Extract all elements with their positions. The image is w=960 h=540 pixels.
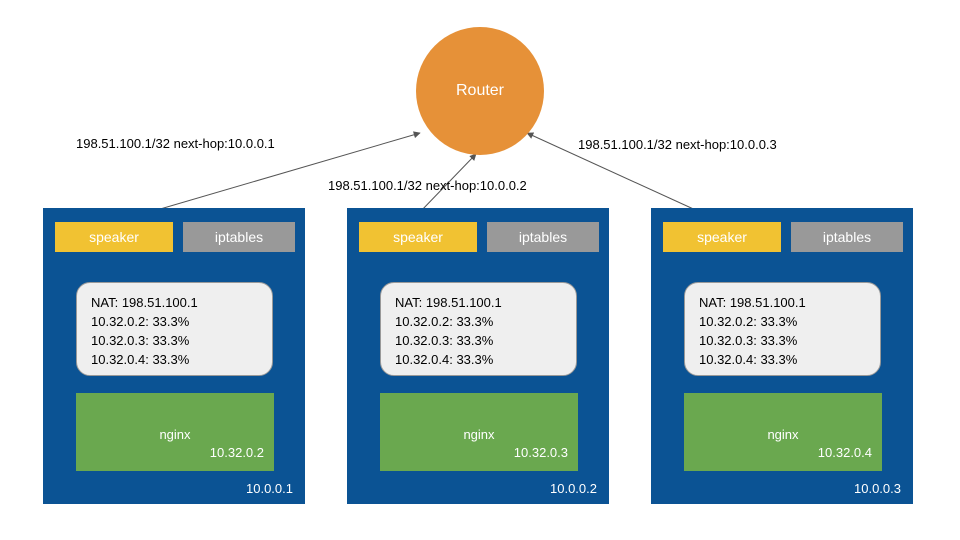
nat-rule-line: 10.32.0.2: 33.3% xyxy=(395,314,494,329)
router-node: Router xyxy=(416,27,544,155)
pod-name: nginx xyxy=(463,427,495,442)
nat-rule-line: NAT: 198.51.100.1 xyxy=(699,295,806,310)
pod-name: nginx xyxy=(767,427,799,442)
nginx-pod: nginx 10.32.0.4 xyxy=(684,393,882,471)
node-1: speaker iptables NAT: 198.51.100.1 10.32… xyxy=(43,208,305,504)
route-label-node-2: 198.51.100.1/32 next-hop:10.0.0.2 xyxy=(328,178,527,193)
route-label-node-1: 198.51.100.1/32 next-hop:10.0.0.1 xyxy=(76,136,275,151)
nat-rules-box: NAT: 198.51.100.1 10.32.0.2: 33.3% 10.32… xyxy=(380,282,577,376)
node-ip: 10.0.0.3 xyxy=(854,481,901,496)
nat-rules-box: NAT: 198.51.100.1 10.32.0.2: 33.3% 10.32… xyxy=(684,282,881,376)
speaker-box: speaker xyxy=(663,222,781,252)
nat-rule-line: NAT: 198.51.100.1 xyxy=(395,295,502,310)
nat-rule-line: 10.32.0.4: 33.3% xyxy=(395,352,494,367)
node-ip: 10.0.0.1 xyxy=(246,481,293,496)
nginx-pod: nginx 10.32.0.3 xyxy=(380,393,578,471)
nat-rule-line: 10.32.0.2: 33.3% xyxy=(91,314,190,329)
nat-rule-line: NAT: 198.51.100.1 xyxy=(91,295,198,310)
nat-rule-line: 10.32.0.3: 33.3% xyxy=(91,333,190,348)
nat-rule-line: 10.32.0.3: 33.3% xyxy=(395,333,494,348)
pod-name: nginx xyxy=(159,427,191,442)
nat-rule-line: 10.32.0.4: 33.3% xyxy=(699,352,798,367)
pod-ip: 10.32.0.4 xyxy=(817,445,872,460)
node-3: speaker iptables NAT: 198.51.100.1 10.32… xyxy=(651,208,913,504)
nat-rule-line: 10.32.0.3: 33.3% xyxy=(699,333,798,348)
pod-ip: 10.32.0.3 xyxy=(513,445,568,460)
nat-rules-box: NAT: 198.51.100.1 10.32.0.2: 33.3% 10.32… xyxy=(76,282,273,376)
nat-rule-line: 10.32.0.2: 33.3% xyxy=(699,314,798,329)
nginx-pod: nginx 10.32.0.2 xyxy=(76,393,274,471)
speaker-box: speaker xyxy=(55,222,173,252)
nat-rule-line: 10.32.0.4: 33.3% xyxy=(91,352,190,367)
iptables-box: iptables xyxy=(487,222,599,252)
iptables-box: iptables xyxy=(183,222,295,252)
node-2: speaker iptables NAT: 198.51.100.1 10.32… xyxy=(347,208,609,504)
router-label: Router xyxy=(455,82,505,99)
iptables-box: iptables xyxy=(791,222,903,252)
pod-ip: 10.32.0.2 xyxy=(209,445,264,460)
node-ip: 10.0.0.2 xyxy=(550,481,597,496)
route-label-node-3: 198.51.100.1/32 next-hop:10.0.0.3 xyxy=(578,137,777,152)
speaker-box: speaker xyxy=(359,222,477,252)
